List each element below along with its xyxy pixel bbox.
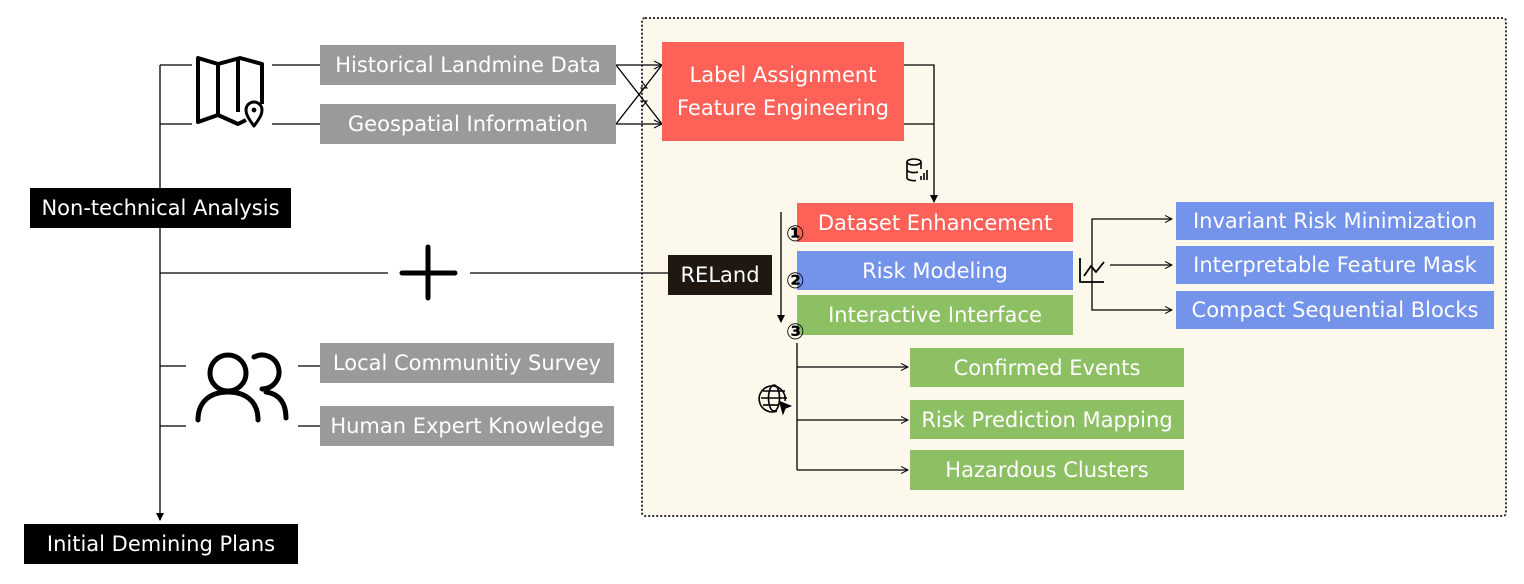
globe-cursor-icon <box>758 384 793 416</box>
cross-arrow-4 <box>640 100 649 108</box>
geo-cross <box>615 64 663 125</box>
line-chart-icon <box>1079 258 1105 283</box>
people-icon <box>195 352 289 423</box>
feature-engineering-text: Feature Engineering <box>676 95 890 120</box>
interpretable-feature-mask-box: Interpretable Feature Mask <box>1176 246 1494 284</box>
step-number-3: ③ <box>786 320 805 345</box>
step-number-2: ② <box>786 269 805 294</box>
label-to-dataset <box>904 64 938 203</box>
confirmed-events-box: Confirmed Events <box>910 348 1184 387</box>
label-feature-box: Label Assignment Feature Engineering <box>662 42 904 141</box>
human-expert-knowledge-box: Human Expert Knowledge <box>320 406 614 446</box>
non-technical-analysis-box: Non-technical Analysis <box>30 188 291 228</box>
label-assignment-text: Label Assignment <box>689 62 877 87</box>
hazardous-clusters-box: Hazardous Clusters <box>910 450 1184 490</box>
cross-arrow-3 <box>640 81 649 89</box>
initial-demining-plans-box: Initial Demining Plans <box>24 524 298 564</box>
risk-modeling-box: Risk Modeling <box>797 251 1073 290</box>
reland-panel <box>641 17 1507 517</box>
invariant-risk-minimization-box: Invariant Risk Minimization <box>1176 202 1494 240</box>
historical-landmine-data-box: Historical Landmine Data <box>320 45 616 85</box>
modeling-branch-low <box>1091 265 1172 310</box>
local-community-survey-box: Local Communitiy Survey <box>320 343 614 383</box>
step-number-1: ① <box>786 222 805 247</box>
compact-sequential-blocks-box: Compact Sequential Blocks <box>1176 291 1494 329</box>
dataset-enhancement-box: Dataset Enhancement <box>797 203 1073 242</box>
risk-prediction-mapping-box: Risk Prediction Mapping <box>910 400 1184 439</box>
reland-box: RELand <box>668 255 772 295</box>
geospatial-information-box: Geospatial Information <box>320 104 616 144</box>
plus-icon <box>399 244 458 301</box>
database-icon <box>906 158 928 182</box>
modeling-branch <box>1091 219 1172 265</box>
map-pin-icon <box>196 56 264 128</box>
interactive-interface-box: Interactive Interface <box>797 295 1073 335</box>
